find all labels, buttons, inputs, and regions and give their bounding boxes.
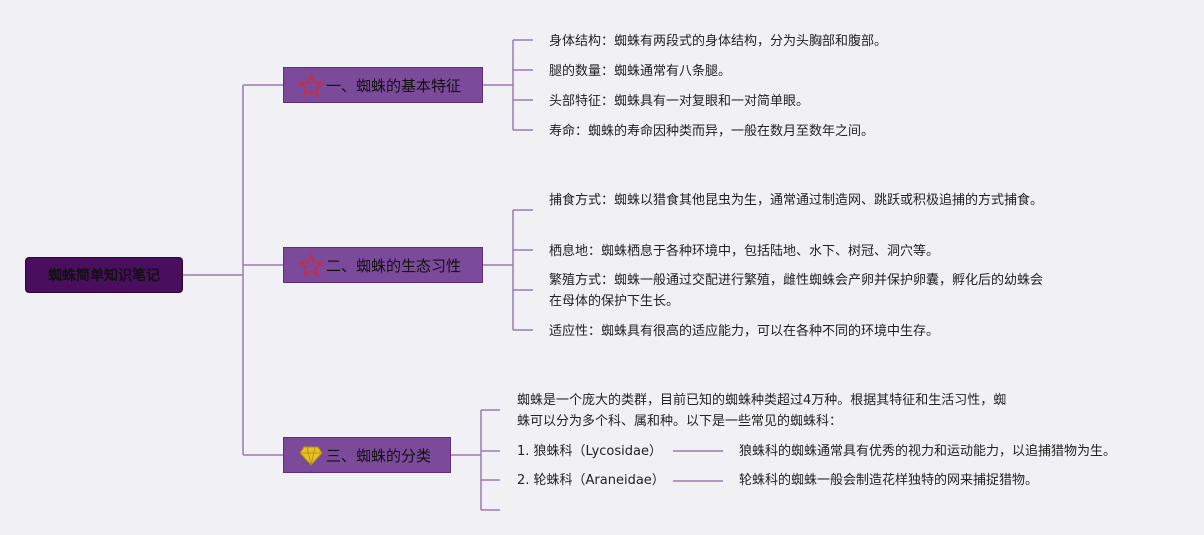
star-outline-icon bbox=[297, 252, 325, 278]
root-node[interactable]: 蜘蛛简单知识笔记 bbox=[25, 257, 183, 293]
root-label: 蜘蛛简单知识笔记 bbox=[48, 268, 160, 284]
star-outline-icon bbox=[297, 72, 325, 98]
leaf-item: 栖息地：蜘蛛栖息于各种环境中，包括陆地、水下、树冠、洞穴等。 bbox=[549, 244, 940, 259]
topic-label: 一、蜘蛛的基本特征 bbox=[326, 76, 462, 95]
leaf-item: 腿的数量：蜘蛛通常有八条腿。 bbox=[549, 64, 732, 79]
family-name: 2. 轮蛛科（Araneidae） bbox=[517, 473, 665, 488]
family-name: 1. 狼蛛科（Lycosidae） bbox=[517, 444, 662, 459]
topic-label: 二、蜘蛛的生态习性 bbox=[326, 256, 462, 275]
topic-ecology-habits[interactable]: 二、蜘蛛的生态习性 bbox=[283, 247, 483, 283]
family-desc: 轮蛛科的蜘蛛一般会制造花样独特的网来捕捉猎物。 bbox=[739, 473, 1039, 488]
leaf-item: 捕食方式：蜘蛛以猎食其他昆虫为生，通常通过制造网、跳跃或积极追捕的方式捕食。 bbox=[549, 193, 1044, 208]
family-desc: 狼蛛科的蜘蛛通常具有优秀的视力和运动能力，以追捕猎物为生。 bbox=[739, 444, 1117, 459]
leaf-item: 身体结构：蜘蛛有两段式的身体结构，分为头胸部和腹部。 bbox=[549, 34, 888, 49]
topic-classification[interactable]: 三、蜘蛛的分类 bbox=[283, 437, 451, 473]
classification-intro: 蜘蛛是一个庞大的类群，目前已知的蜘蛛种类超过4万种。根据其特征和生活习性，蜘蛛可… bbox=[517, 393, 1007, 429]
diamond-gem-icon bbox=[298, 443, 324, 467]
leaf-item: 寿命：蜘蛛的寿命因种类而异，一般在数月至数年之间。 bbox=[549, 124, 875, 139]
leaf-item: 繁殖方式：蜘蛛一般通过交配进行繁殖，雌性蜘蛛会产卵并保护卵囊，孵化后的幼蛛会在母… bbox=[549, 273, 1044, 309]
leaf-item: 头部特征：蜘蛛具有一对复眼和一对简单眼。 bbox=[549, 94, 810, 109]
topic-basic-features[interactable]: 一、蜘蛛的基本特征 bbox=[283, 67, 483, 103]
topic-label: 三、蜘蛛的分类 bbox=[326, 446, 432, 465]
leaf-item: 适应性：蜘蛛具有很高的适应能力，可以在各种不同的环境中生存。 bbox=[549, 324, 940, 339]
